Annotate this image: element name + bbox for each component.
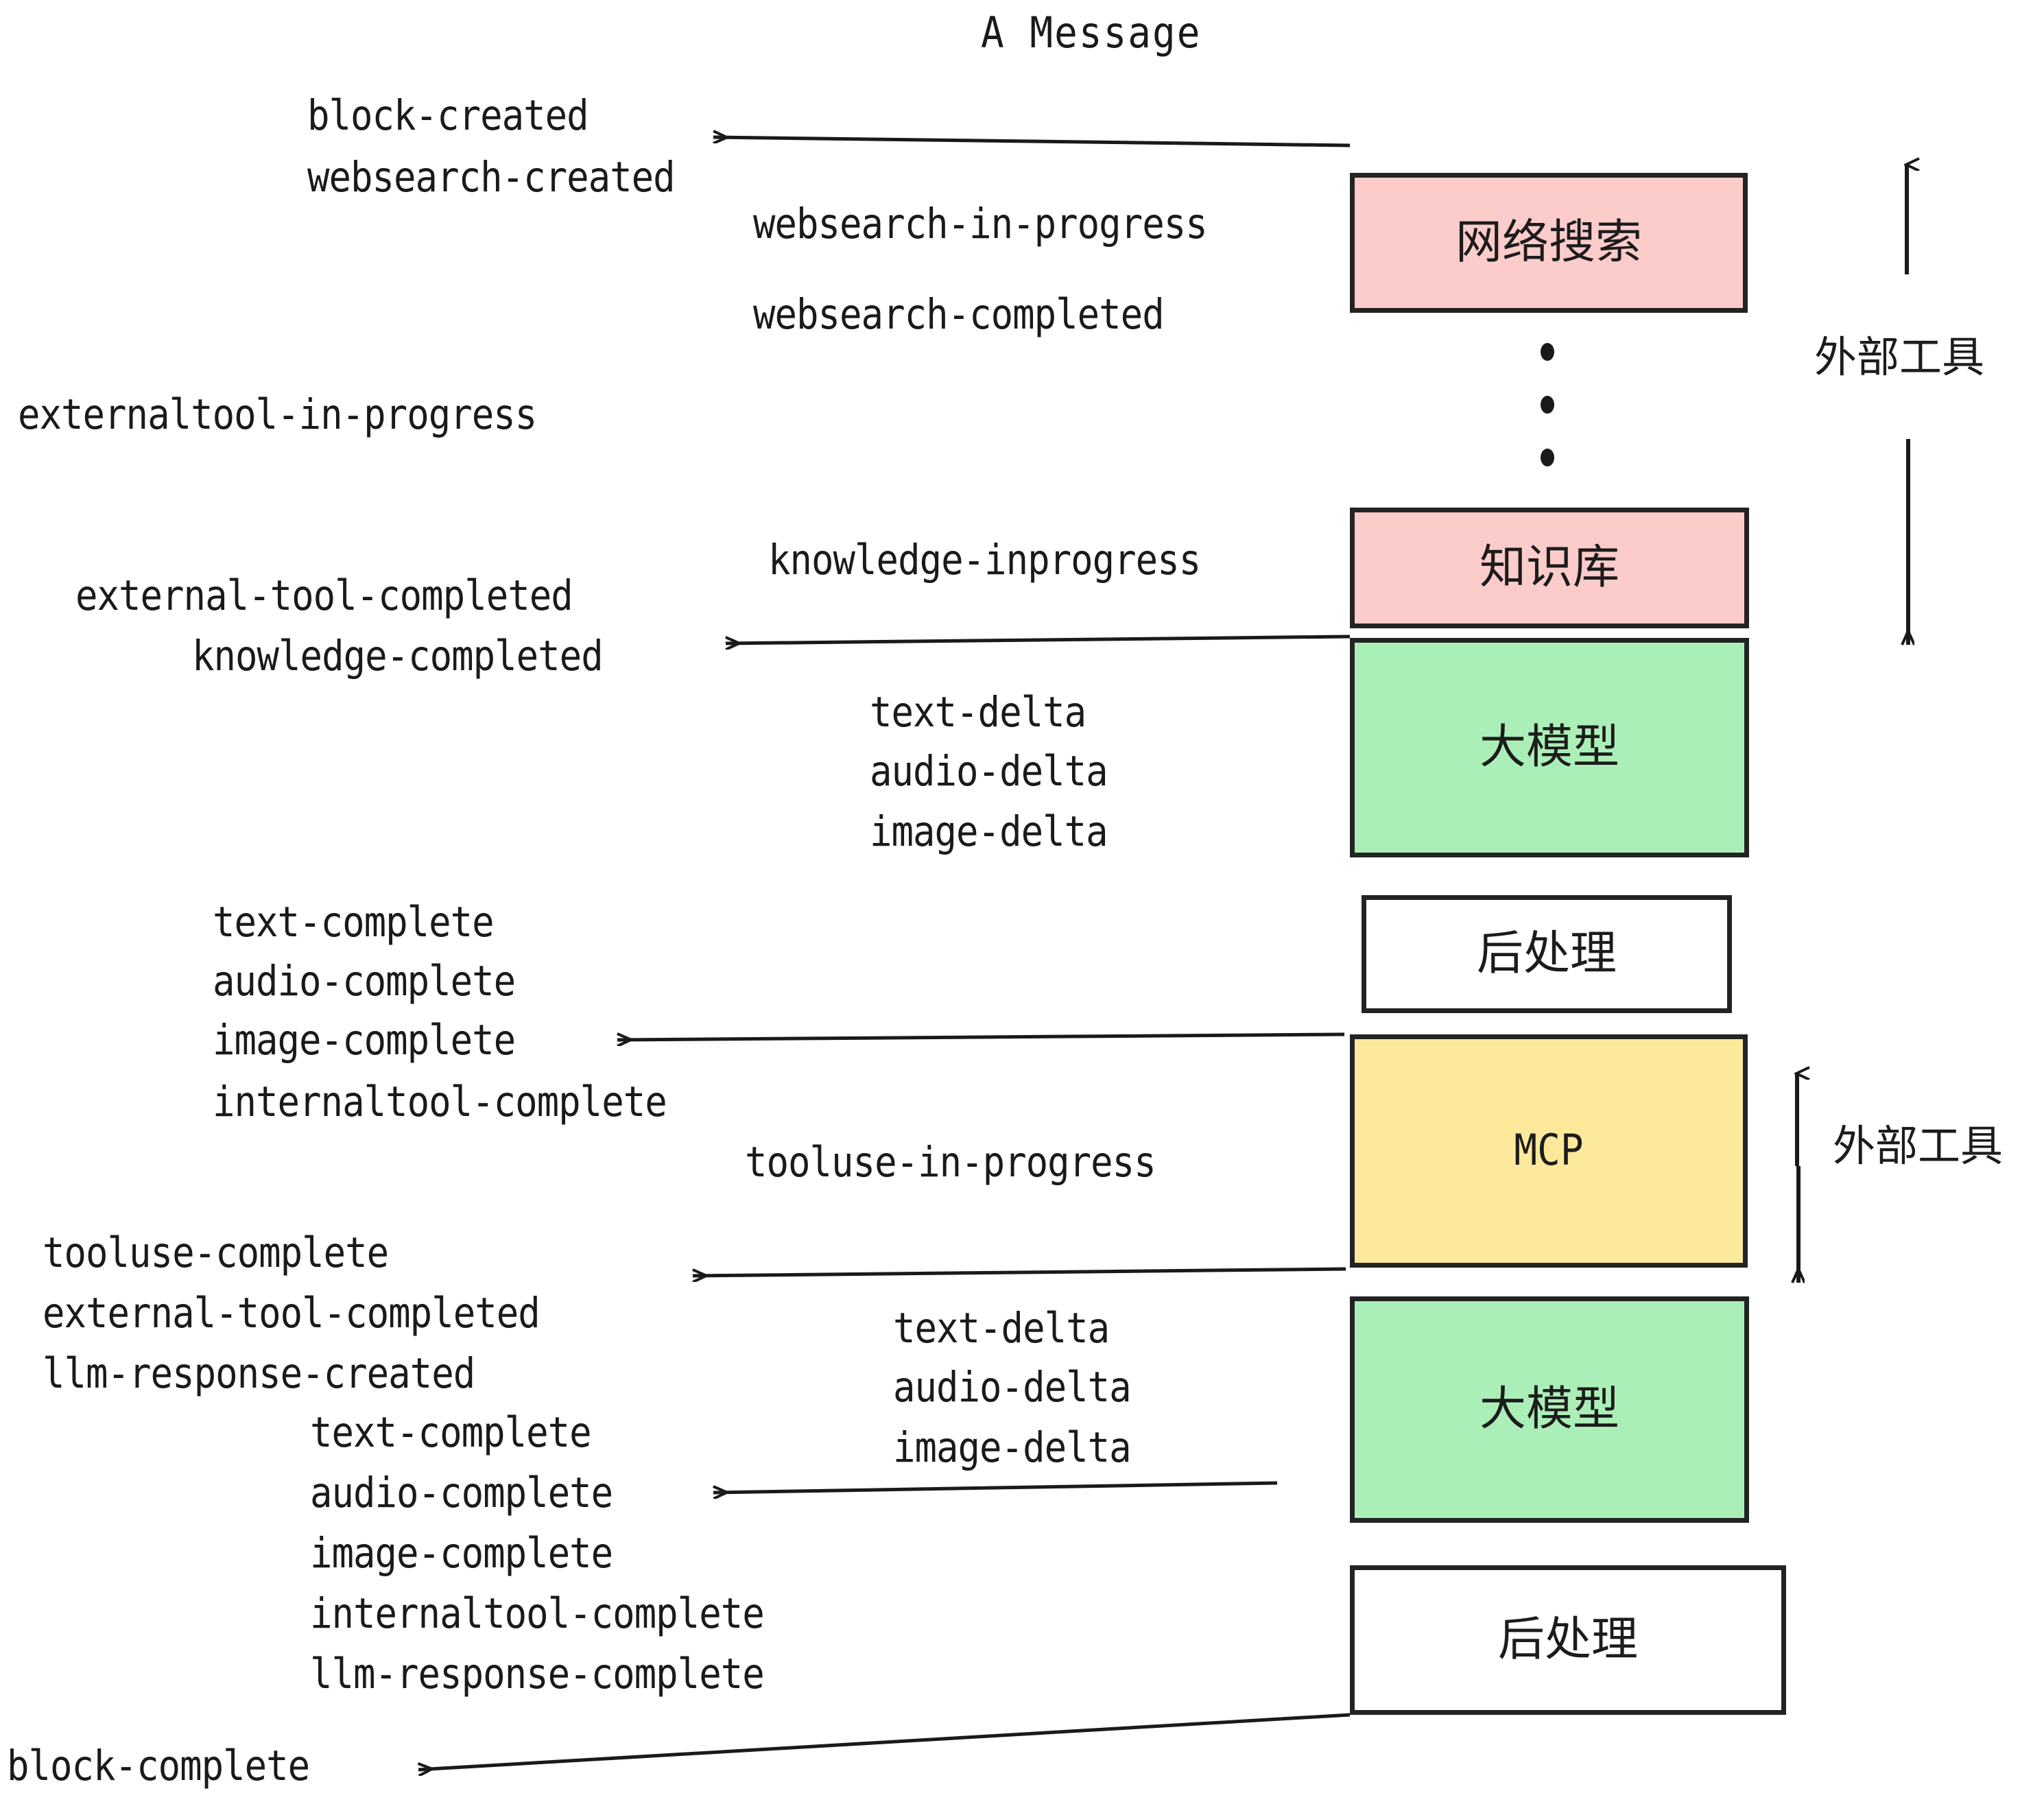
event-image-complete-1: image-complete — [213, 1016, 516, 1065]
event-text-complete-2: text-complete — [310, 1408, 592, 1457]
arrow-knowledge-completed — [726, 634, 1351, 643]
event-llm-response-created: llm-response-created — [43, 1349, 475, 1398]
event-externaltool-in-progress: externaltool-in-progress — [18, 390, 537, 439]
box-knowledge[interactable]: 知识库 — [1350, 508, 1749, 628]
arrow-audio-complete-2 — [713, 1481, 1278, 1493]
event-tooluse-complete: tooluse-complete — [43, 1229, 389, 1277]
box-mcp[interactable]: MCP — [1350, 1034, 1748, 1268]
box-label-mcp: MCP — [1514, 1126, 1584, 1176]
box-postprocess-2[interactable]: 后处理 — [1350, 1565, 1786, 1715]
event-text-delta-2: text-delta — [893, 1304, 1110, 1353]
event-internaltool-complete-2: internaltool-complete — [310, 1589, 765, 1638]
arrow-tooluse-complete — [693, 1267, 1346, 1276]
arrow-image-complete-1 — [617, 1034, 1345, 1040]
event-internaltool-complete-1: internaltool-complete — [213, 1078, 667, 1126]
arrow-websearch-created — [713, 137, 1351, 147]
event-image-complete-2: image-complete — [310, 1529, 613, 1578]
ellipsis-dots — [1540, 343, 1555, 466]
event-knowledge-inprogress: knowledge-inprogress — [768, 536, 1201, 584]
box-websearch[interactable]: 网络搜索 — [1350, 173, 1748, 313]
event-knowledge-completed: knowledge-completed — [192, 632, 604, 680]
event-llm-response-complete: llm-response-complete — [310, 1650, 765, 1698]
event-websearch-in-progress: websearch-in-progress — [753, 200, 1208, 248]
event-audio-complete-1: audio-complete — [213, 957, 516, 1006]
event-image-delta-2: image-delta — [893, 1423, 1132, 1472]
event-block-complete: block-complete — [7, 1742, 310, 1790]
box-label-postprocess-1: 后处理 — [1476, 927, 1617, 981]
event-text-complete-1: text-complete — [213, 898, 495, 947]
side-label-external-tool-bottom: 外部工具 — [1833, 1121, 2004, 1171]
event-image-delta-1: image-delta — [870, 807, 1108, 856]
arrow-block-complete — [418, 1713, 1351, 1770]
event-audio-delta-1: audio-delta — [870, 747, 1108, 796]
event-tooluse-in-progress: tooluse-in-progress — [745, 1138, 1156, 1187]
event-audio-delta-2: audio-delta — [893, 1363, 1132, 1412]
event-external-tool-completed-1: external-tool-completed — [75, 571, 573, 620]
box-label-knowledge: 知识库 — [1479, 541, 1619, 595]
event-block-created: block-created — [307, 91, 589, 140]
box-llm-2[interactable]: 大模型 — [1350, 1296, 1749, 1523]
event-audio-complete-2: audio-complete — [310, 1469, 613, 1517]
side-label-external-tool-top: 外部工具 — [1814, 332, 1985, 382]
box-llm-1[interactable]: 大模型 — [1350, 638, 1749, 857]
box-label-llm-1: 大模型 — [1479, 720, 1619, 774]
event-external-tool-completed-2: external-tool-completed — [43, 1289, 540, 1338]
event-websearch-completed: websearch-completed — [753, 290, 1165, 339]
box-label-postprocess-2: 后处理 — [1497, 1613, 1638, 1667]
event-websearch-created: websearch-created — [307, 153, 676, 202]
box-label-websearch: 网络搜索 — [1455, 215, 1642, 270]
box-postprocess-1[interactable]: 后处理 — [1362, 895, 1732, 1013]
page-title: A Message — [981, 8, 1202, 58]
event-text-delta-1: text-delta — [870, 688, 1086, 737]
box-label-llm-2: 大模型 — [1479, 1382, 1619, 1436]
